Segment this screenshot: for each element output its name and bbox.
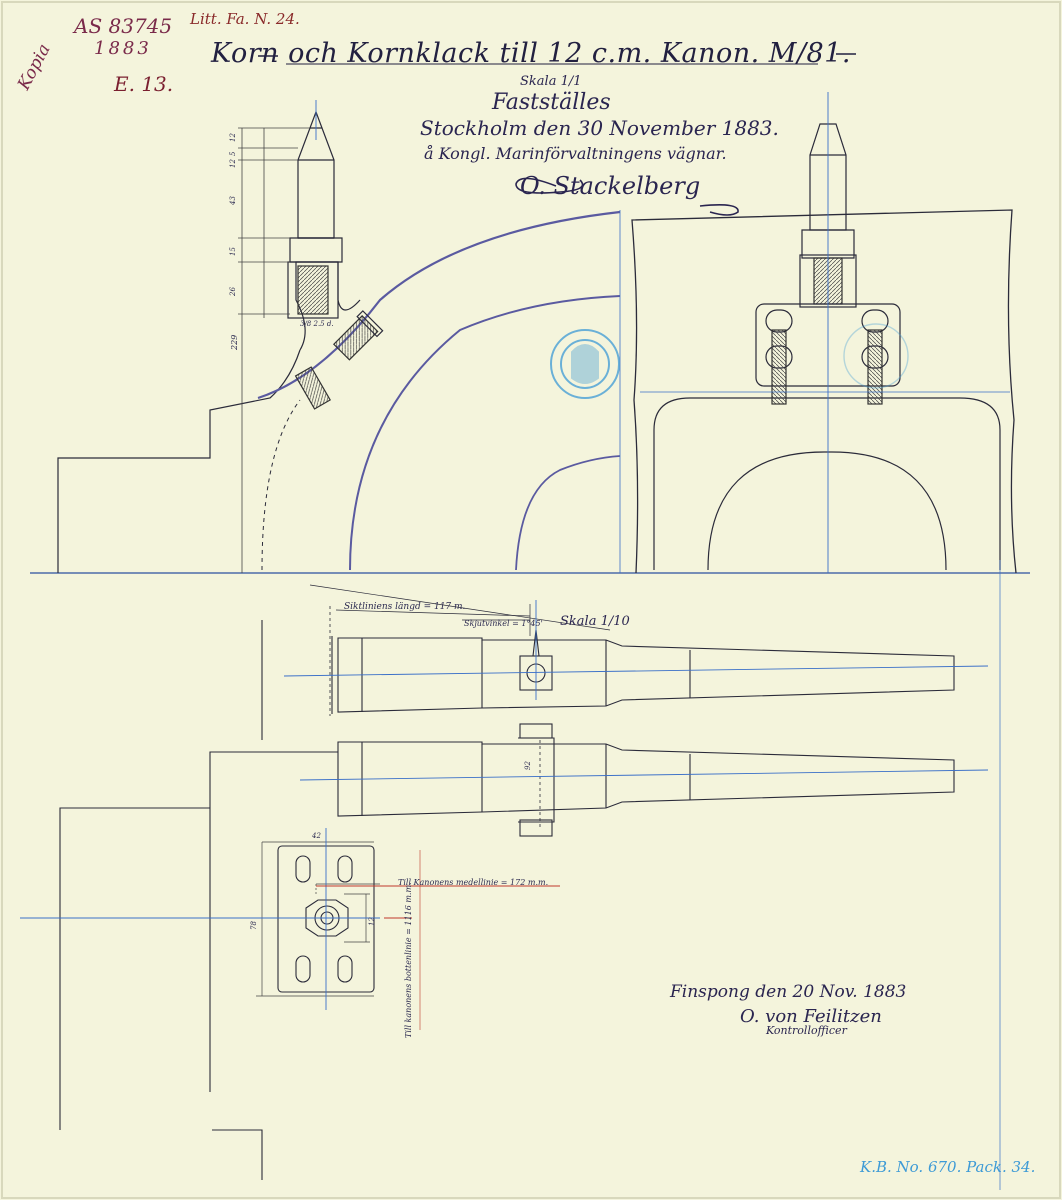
scale-bottom: Skala 1/10 bbox=[560, 614, 630, 629]
series-mark: E. 13. bbox=[114, 72, 174, 96]
archive-mark: K.B. No. 670. Pack. 34. bbox=[860, 1158, 1036, 1176]
approval-signature: O. Stackelberg bbox=[520, 172, 701, 200]
drawing-reference: Litt. Fa. N. 24. bbox=[190, 10, 300, 28]
red-reference-lines bbox=[316, 850, 560, 1030]
dim-12-top: 12 bbox=[229, 133, 237, 142]
axis-distance-label: Till Kanonens medellinie = 172 m.m. bbox=[398, 878, 549, 887]
dim-15: 15 bbox=[229, 247, 237, 256]
title-dashes bbox=[258, 53, 856, 65]
footer-signer: O. von Feilitzen bbox=[740, 1006, 882, 1027]
thread-spec: 3/8 2.5 d. bbox=[300, 320, 334, 328]
dim-78: 78 bbox=[250, 921, 258, 930]
approval-line3: å Kongl. Marinförvaltningens vägnar. bbox=[424, 144, 727, 163]
seal-stamp bbox=[550, 329, 620, 399]
sight-length-label: Siktliniens längd = 117 m. bbox=[344, 602, 466, 612]
side-angle-label: Skjutvinkel = 1°45' bbox=[464, 619, 543, 628]
approval-line1: Fastställes bbox=[492, 90, 611, 115]
bore-height-label: Till kanonens bottenlinie = 1116 m.m. bbox=[404, 882, 413, 1038]
dim-12-second: 12 bbox=[229, 159, 237, 168]
dim-229: 229 bbox=[230, 334, 239, 350]
footer-place-date: Finspong den 20 Nov. 1883 bbox=[670, 982, 907, 1002]
drawing-title: Korn och Kornklack till 12 c.m. Kanon. M… bbox=[211, 38, 851, 69]
dim-5: 5 bbox=[229, 151, 237, 156]
scale-top: Skala 1/1 bbox=[520, 74, 582, 89]
approval-line2: Stockholm den 30 November 1883. bbox=[420, 116, 779, 140]
dim-12-plate: 12 bbox=[368, 917, 376, 926]
dim-43: 43 bbox=[229, 196, 237, 205]
signature-flourish bbox=[515, 177, 739, 216]
archive-year: 1883 bbox=[94, 38, 152, 59]
footer-role: Kontrollofficer bbox=[766, 1024, 847, 1037]
axis-lines bbox=[20, 560, 1001, 1190]
dim-42: 42 bbox=[312, 832, 321, 840]
dim-26: 26 bbox=[229, 287, 237, 296]
seal-stamp-faint bbox=[843, 323, 909, 389]
side-view bbox=[30, 100, 1030, 574]
archive-number: AS 83745 bbox=[74, 14, 173, 38]
dim-92: 92 bbox=[524, 761, 532, 770]
front-view bbox=[619, 92, 1017, 574]
